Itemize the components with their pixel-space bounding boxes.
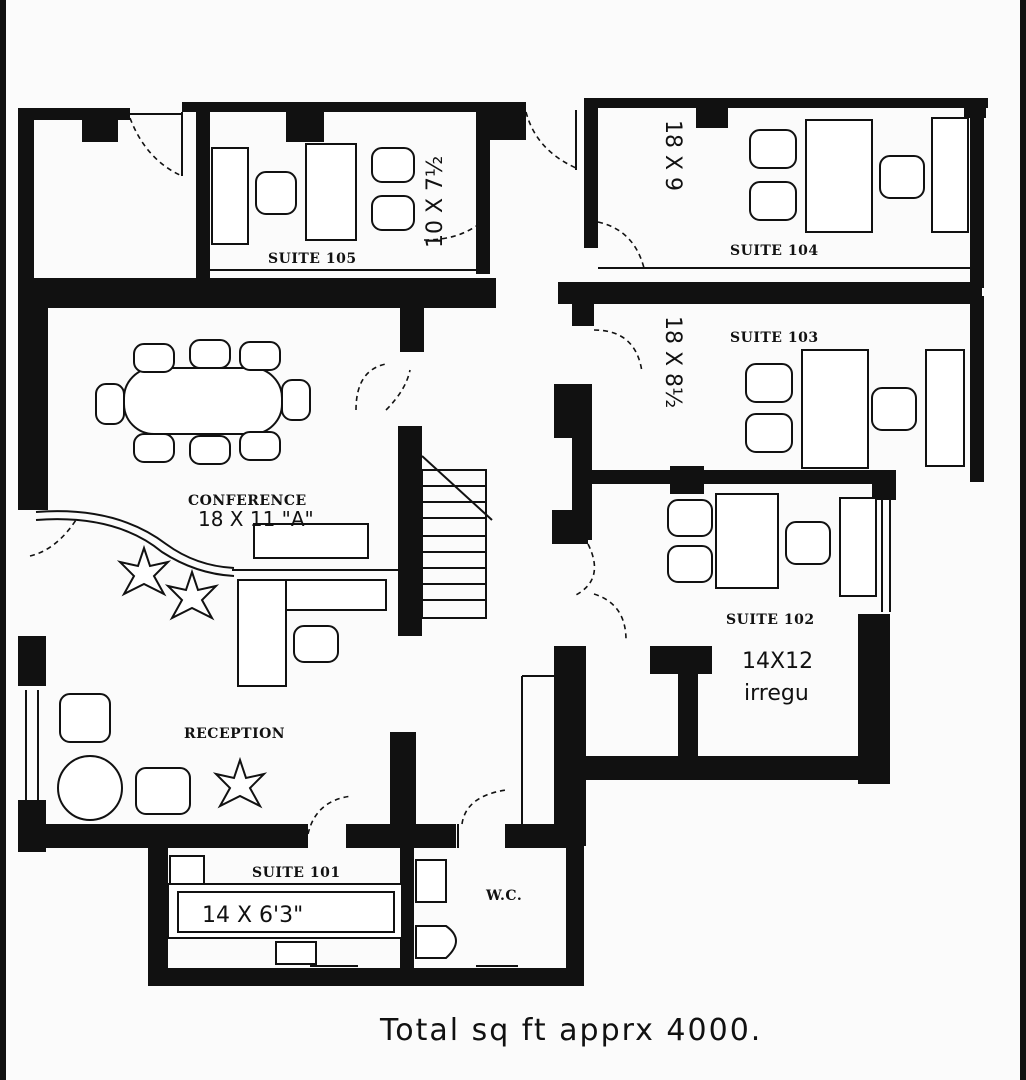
suite-102-label: SUITE 102 (726, 612, 815, 628)
wc-label: W.C. (485, 888, 522, 904)
conference-label: CONFERENCE (188, 493, 307, 509)
plant-icons (116, 544, 268, 809)
curved-partition (35, 510, 235, 569)
furniture (57, 117, 969, 965)
floor-plan: SUITE 105 10 X 7½ SUITE 104 18 X 9 SUITE… (18, 98, 988, 1048)
conference-dims: 18 X 11 "A" (198, 507, 314, 531)
partitions (18, 103, 979, 975)
suite-102-note: irregu (744, 681, 809, 706)
reception-label: RECEPTION (184, 726, 285, 742)
suite-104-dims: 18 X 9 (660, 120, 685, 191)
walls (18, 98, 988, 986)
suite-103-dims: 18 X 8½ (660, 316, 685, 408)
suite-103-label: SUITE 103 (730, 330, 819, 346)
suite-101-label: SUITE 101 (252, 865, 341, 881)
suite-102-dims: 14X12 (742, 649, 813, 674)
suite-105-label: SUITE 105 (268, 251, 357, 267)
total-sqft-note: Total sq ft apprx 4000. (379, 1013, 762, 1048)
stairs (421, 455, 493, 619)
suite-104-label: SUITE 104 (730, 243, 819, 259)
doors (29, 111, 645, 848)
suite-105-dims: 10 X 7½ (423, 156, 448, 248)
suite-101-dims: 14 X 6'3" (202, 903, 303, 928)
